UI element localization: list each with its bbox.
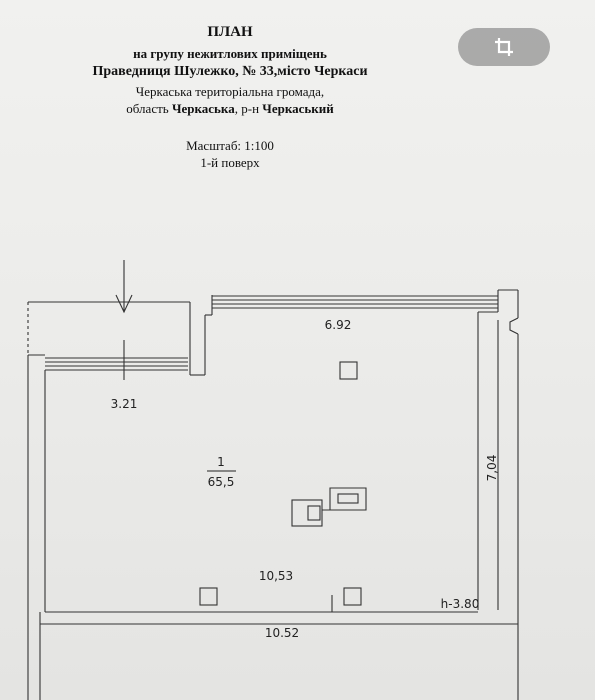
- column-fixture-top: [339, 361, 358, 380]
- dim-right-height: 7,04: [485, 455, 499, 482]
- column-fixture-bottom-left: [199, 587, 218, 606]
- ceiling-height: h-3.80: [441, 597, 480, 611]
- plan-region: область Черкаська, р-н Черкаський: [60, 101, 400, 117]
- plan-community: Черкаська територіальна громада,: [135, 84, 325, 99]
- room-area: 65,5: [208, 475, 235, 489]
- plan-subtitle: на групу нежитлових приміщень: [133, 46, 327, 61]
- room-number: 1: [217, 455, 225, 469]
- plan-address: Праведниця Шулежко, № 33,місто Черкаси: [92, 64, 368, 79]
- region-prefix: область: [126, 101, 172, 116]
- region-separator: , р-н: [234, 101, 263, 116]
- dim-top-width: 6.92: [325, 318, 352, 332]
- dim-entrance-width: 3.21: [111, 397, 138, 411]
- plan-scale: Масштаб: 1:100: [186, 138, 274, 153]
- column-fixture-bottom-right: [343, 587, 362, 606]
- entrance-arrow-head: [115, 294, 133, 314]
- crop-button[interactable]: [458, 28, 550, 66]
- crop-icon: [495, 38, 513, 56]
- district-name: Черкаський: [262, 101, 334, 116]
- dim-bottom-inner: 10,53: [259, 569, 293, 583]
- plan-title: ПЛАН: [207, 24, 253, 40]
- region-name: Черкаська: [171, 101, 235, 116]
- plan-floor: 1-й поверх: [200, 155, 260, 170]
- fixture-block: [291, 499, 323, 527]
- dim-bottom-outer: 10.52: [265, 626, 299, 640]
